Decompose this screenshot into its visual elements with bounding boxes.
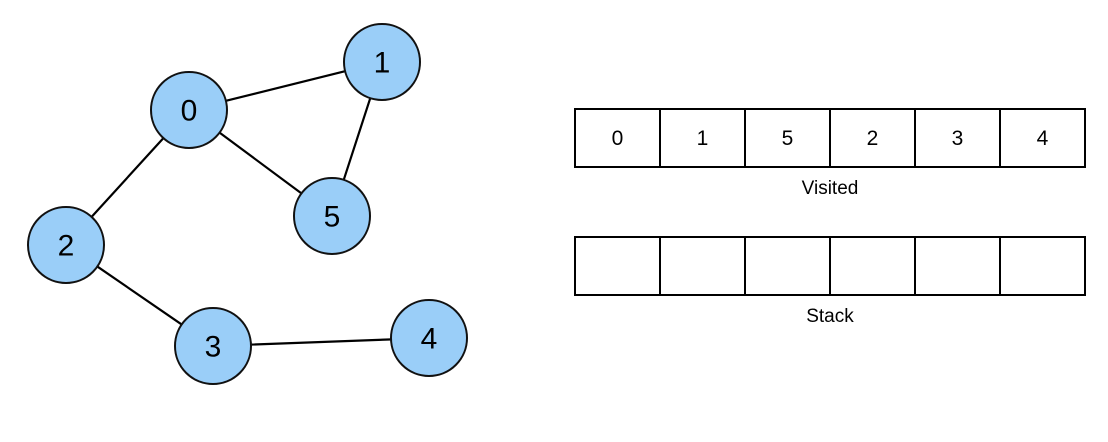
graph-svg: 0 1 2 3 4 5 — [27, 23, 468, 385]
graph-edge-3-4 — [248, 338, 394, 346]
graph-nodes-group: 0 1 2 3 4 5 — [27, 23, 468, 385]
graph-edge-2-3 — [95, 264, 184, 327]
graph-node-0[interactable]: 0 — [150, 71, 228, 149]
graph-panel: 0 1 2 3 4 5 — [27, 23, 468, 385]
graph-node-1[interactable]: 1 — [343, 23, 421, 101]
stack-cell-4[interactable] — [916, 238, 1001, 294]
graph-node-label-1: 1 — [374, 47, 391, 80]
graph-edge-0-1 — [223, 69, 348, 103]
graph-node-label-2: 2 — [58, 230, 75, 263]
visited-cell-4[interactable]: 3 — [916, 110, 1001, 166]
graph-node-circle-3 — [174, 307, 252, 385]
graph-edge-1-5 — [342, 96, 372, 182]
graph-node-circle-0 — [150, 71, 228, 149]
visited-array-caption: Visited — [801, 178, 859, 199]
graph-edge-0-5 — [217, 130, 304, 196]
visited-cell-0[interactable]: 0 — [576, 110, 661, 166]
graph-node-circle-4 — [390, 299, 468, 377]
graph-node-circle-2 — [27, 206, 105, 284]
stack-array-caption: Stack — [806, 306, 854, 327]
stack-cell-0[interactable] — [576, 238, 661, 294]
stack-cell-2[interactable] — [746, 238, 831, 294]
stack-array-row — [574, 236, 1086, 296]
graph-node-4[interactable]: 4 — [390, 299, 468, 377]
graph-node-label-0: 0 — [181, 95, 198, 128]
graph-node-label-3: 3 — [205, 331, 222, 364]
graph-node-5[interactable]: 5 — [293, 177, 371, 255]
stack-cell-1[interactable] — [661, 238, 746, 294]
visited-cell-5[interactable]: 4 — [1001, 110, 1084, 166]
graph-node-label-4: 4 — [421, 323, 438, 356]
graph-edge-0-2 — [89, 136, 166, 219]
stack-cell-3[interactable] — [831, 238, 916, 294]
stack-array-block: Stack — [574, 236, 1086, 328]
visited-cell-1[interactable]: 1 — [661, 110, 746, 166]
graph-node-3[interactable]: 3 — [174, 307, 252, 385]
visited-cell-3[interactable]: 2 — [831, 110, 916, 166]
graph-node-label-5: 5 — [324, 201, 341, 234]
graph-edges-group — [89, 69, 394, 346]
graph-node-circle-1 — [343, 23, 421, 101]
visited-cell-2[interactable]: 5 — [746, 110, 831, 166]
stack-cell-5[interactable] — [1001, 238, 1084, 294]
graph-node-circle-5 — [293, 177, 371, 255]
graph-node-2[interactable]: 2 — [27, 206, 105, 284]
